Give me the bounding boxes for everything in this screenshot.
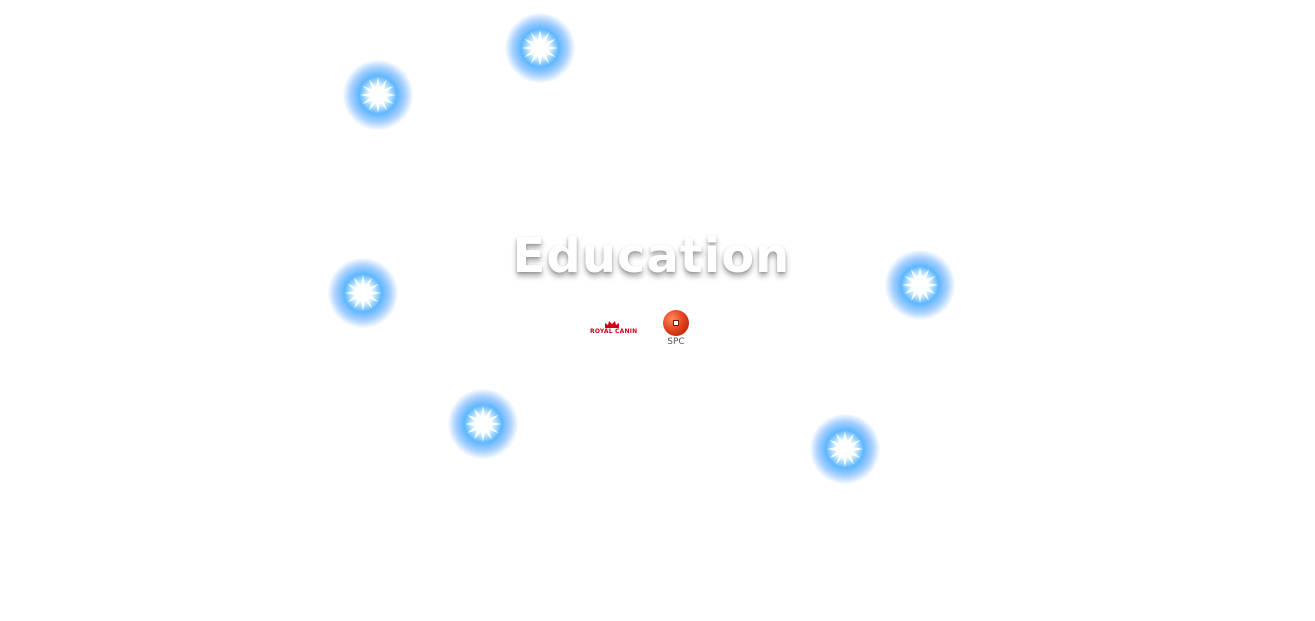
sparkle-decoration <box>343 60 413 130</box>
sparkle-decoration <box>448 389 518 459</box>
spc-emblem-icon <box>663 310 689 336</box>
sparkle-decoration <box>885 250 955 320</box>
sparkle-decoration <box>328 258 398 328</box>
sparkle-decoration <box>810 414 880 484</box>
spc-logo[interactable]: SPC <box>662 310 690 350</box>
sparkle-decoration <box>505 13 575 83</box>
royal-canin-logo[interactable]: ROYAL CANIN <box>590 320 638 340</box>
page-title: Education <box>512 228 791 284</box>
crown-icon <box>605 321 619 328</box>
royal-canin-text: ROYAL CANIN <box>590 328 638 335</box>
spc-text: SPC <box>667 337 685 347</box>
